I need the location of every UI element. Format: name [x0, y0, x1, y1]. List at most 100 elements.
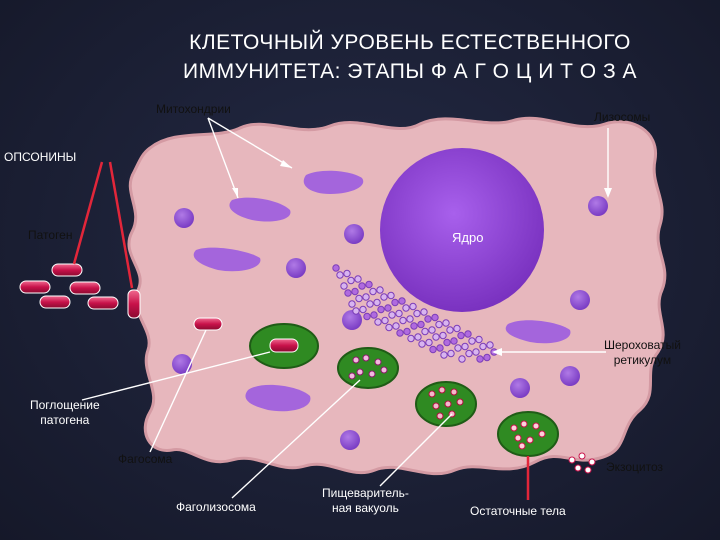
er-dot	[428, 326, 436, 334]
er-dot	[453, 324, 461, 333]
particle	[568, 456, 576, 464]
er-dot	[381, 316, 389, 325]
er-dot	[440, 351, 448, 359]
mitochondrion	[229, 197, 291, 222]
lysosome	[510, 378, 530, 398]
er-dot	[476, 355, 484, 363]
er-dot	[439, 331, 447, 340]
title-line-1: КЛЕТОЧНЫЙ УРОВЕНЬ ЕСТЕСТВЕННОГО	[189, 31, 631, 54]
arrowhead	[280, 160, 292, 168]
pointer-opsonins-1	[72, 161, 104, 265]
er-dot	[483, 353, 491, 362]
particle	[450, 388, 458, 396]
particle	[438, 386, 446, 394]
er-dot	[432, 333, 440, 341]
er-dot	[332, 264, 340, 272]
er-dot	[347, 276, 355, 285]
particle	[526, 436, 534, 444]
lysosome	[172, 354, 192, 374]
lysosome	[570, 290, 590, 310]
particle	[362, 354, 370, 362]
particle	[520, 420, 528, 428]
pathogen	[87, 296, 119, 310]
pathogen-engulfed	[193, 317, 223, 331]
er-dot	[431, 313, 439, 322]
er-dot	[363, 312, 371, 321]
phagolysosome-vacuole	[337, 347, 399, 389]
residual-body-particles	[510, 420, 546, 450]
mitochondrion	[193, 247, 261, 272]
residual-body	[497, 411, 559, 457]
er-dot	[468, 337, 476, 345]
er-dot	[351, 287, 359, 296]
label-digestive-line-1: Пищеваритель-	[322, 486, 409, 500]
er-dot	[421, 327, 429, 336]
particle	[436, 412, 444, 420]
er-dot	[442, 319, 450, 327]
pointer-phagolysosome	[231, 379, 361, 499]
er-dot	[406, 315, 414, 323]
er-dot	[424, 315, 432, 323]
er-dot	[403, 327, 411, 336]
er-dot	[376, 286, 384, 294]
exocytosis-particles	[568, 452, 596, 474]
er-dot	[384, 304, 392, 312]
er-dot	[399, 316, 407, 325]
er-dot	[479, 342, 487, 351]
pointer-lines	[81, 117, 609, 499]
er-dot	[402, 304, 410, 312]
rough-er-dots	[332, 264, 498, 363]
particle	[444, 400, 452, 408]
er-dot	[446, 326, 454, 334]
er-dot	[443, 338, 451, 347]
mitochondrion	[505, 320, 571, 344]
pointer-mitochondria-1	[207, 117, 293, 169]
particle	[428, 390, 436, 398]
label-opsonins: ОПСОНИНЫ	[4, 150, 77, 164]
er-dot	[413, 309, 421, 318]
er-dot	[475, 335, 483, 344]
residual-body-vacuole	[497, 411, 559, 457]
lysosome	[344, 224, 364, 244]
lysosome	[588, 196, 608, 216]
label-nucleus: Ядро	[452, 230, 484, 245]
arrowhead	[492, 348, 502, 356]
particle	[584, 466, 592, 474]
particle	[368, 370, 376, 378]
er-dot	[410, 322, 418, 330]
pointer-phagosome	[149, 329, 207, 453]
er-dot	[340, 282, 348, 290]
er-dot	[370, 311, 378, 319]
red-pointer-lines	[72, 161, 530, 500]
er-dot	[461, 342, 469, 351]
er-dot	[374, 318, 382, 326]
er-dot	[458, 355, 466, 363]
phagosome	[249, 323, 319, 369]
label-engulf-line-2: патогена	[40, 413, 90, 427]
label-engulf: Поглощение патогена	[30, 398, 100, 428]
label-phagosome: Фагосома	[118, 452, 173, 466]
particle	[510, 424, 518, 432]
label-rough-er-line-2: ретикулум	[613, 353, 672, 367]
er-dot	[385, 323, 393, 332]
er-dot	[396, 329, 404, 337]
label-rough-er-line-1: Шероховатый	[604, 338, 681, 352]
pathogen	[69, 281, 101, 295]
phagolysosome-particles	[348, 354, 388, 380]
label-exocytosis: Экзоцитоз	[606, 460, 664, 474]
er-dot	[414, 333, 422, 341]
er-dot	[447, 349, 455, 358]
particle	[514, 434, 522, 442]
pointer-engulf	[81, 351, 271, 401]
nucleus	[380, 148, 544, 312]
er-dot	[336, 271, 344, 279]
er-dot	[359, 305, 367, 314]
mitochondrion	[303, 170, 364, 194]
label-rough-er: Шероховатый ретикулум	[604, 338, 681, 368]
title-line-2: ИММУНИТЕТА: ЭТАПЫ Ф А Г О Ц И Т О З А	[182, 60, 637, 83]
er-dot	[391, 298, 399, 307]
er-dot	[387, 291, 395, 300]
er-dot	[362, 293, 370, 301]
lysosomes-group	[172, 196, 608, 450]
